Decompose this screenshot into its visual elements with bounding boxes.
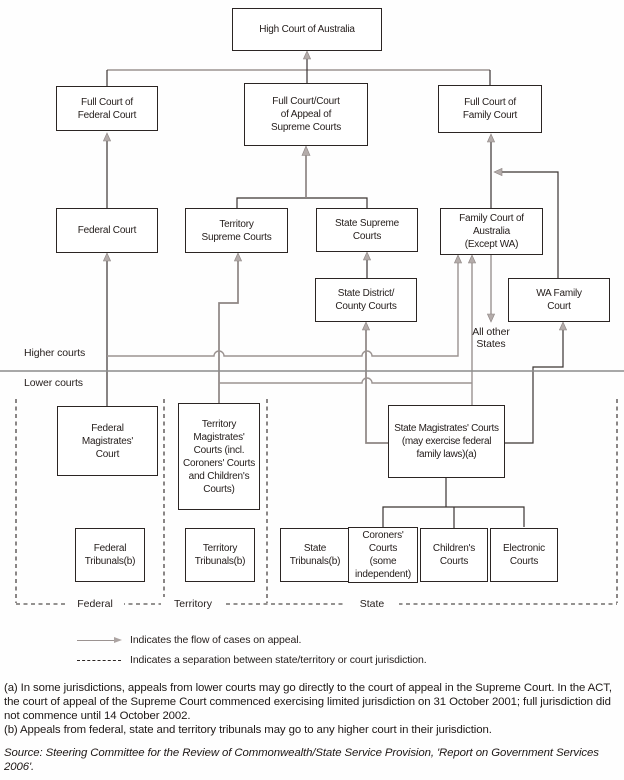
footnote-b: (b) Appeals from federal, state and terr… <box>4 724 492 736</box>
box-federal-magistrates: Federal Magistrates' Court <box>57 406 158 476</box>
connector-supreme-bracket <box>236 197 368 208</box>
legend-appeal-text: Indicates the flow of cases on appeal. <box>130 634 302 646</box>
arrowhead-full-family <box>486 133 496 143</box>
box-federal-court: Federal Court <box>56 208 158 253</box>
box-coroners-courts: Coroners' Courts (some independent) <box>348 527 418 583</box>
box-state-district: State District/ County Courts <box>315 278 417 322</box>
box-territory-supreme: Territory Supreme Courts <box>185 208 288 253</box>
federal-region-label: Federal <box>66 597 124 611</box>
arrowhead-family-right <box>467 254 477 264</box>
box-full-court-family: Full Court of Family Court <box>438 85 542 133</box>
legend-appeal-arrow-line <box>77 640 115 641</box>
box-family-court: Family Court of Australia (Except WA) <box>440 208 543 255</box>
box-full-court-supreme: Full Court/Court of Appeal of Supreme Co… <box>244 83 368 146</box>
state-region-label: State <box>345 597 399 611</box>
connector-terr-magistrates-up <box>218 261 239 403</box>
connector-state-magistrates-bracket <box>382 478 525 528</box>
connector-fed-magistrates-to-family <box>107 263 459 357</box>
box-state-supreme: State Supreme Courts <box>316 208 418 252</box>
lower-courts-label: Lower courts <box>24 377 83 389</box>
footnote-a: (a) In some jurisdictions, appeals from … <box>4 682 612 722</box>
arrowhead-family-left <box>453 254 463 264</box>
box-state-magistrates: State Magistrates' Courts (may exercise … <box>388 405 505 478</box>
connector-state-magistrates-to-district <box>365 330 388 444</box>
arrowhead-federal-court <box>102 252 112 262</box>
box-territory-magistrates: Territory Magistrates' Courts (incl. Cor… <box>178 403 260 510</box>
arrowhead-full-supreme <box>301 145 311 156</box>
arrowhead-state-district <box>361 321 371 331</box>
footnotes-block: (a) In some jurisdictions, appeals from … <box>4 681 621 774</box>
box-electronic-courts: Electronic Courts <box>490 528 558 582</box>
legend-dashed-line-sample <box>77 660 121 661</box>
legend-appeal-arrowhead-icon <box>114 636 122 643</box>
territory-region-label: Territory <box>161 597 225 611</box>
arrowhead-all-other-states-down <box>486 313 496 323</box>
arrowhead-left-full-family <box>493 167 503 177</box>
arrowhead-full-federal <box>102 132 112 142</box>
box-childrens-courts: Children's Courts <box>420 528 488 582</box>
arrowhead-state-supreme <box>362 251 372 261</box>
box-territory-tribunals: Territory Tribunals(b) <box>185 528 255 582</box>
box-federal-tribunals: Federal Tribunals(b) <box>75 528 145 582</box>
connector-state-magistrates-to-wa-family <box>505 330 564 444</box>
higher-courts-label: Higher courts <box>24 347 86 359</box>
legend-dashed-text: Indicates a separation between state/ter… <box>130 654 427 666</box>
arrowhead-high-court <box>302 50 312 60</box>
box-state-tribunals: State Tribunals(b) <box>280 528 350 582</box>
box-full-court-federal: Full Court of Federal Court <box>56 86 158 131</box>
all-other-states-label: All other States <box>472 326 510 350</box>
box-high-court: High Court of Australia <box>232 8 382 51</box>
connector-terr-magistrates-to-family <box>219 377 472 384</box>
source-citation: Source: Steering Committee for the Revie… <box>4 747 599 773</box>
box-wa-family: WA Family Court <box>508 278 610 322</box>
connector-wa-family-to-full-family <box>502 171 559 278</box>
arrowhead-wa-family <box>558 321 568 331</box>
arrowhead-territory-supreme <box>233 252 243 262</box>
